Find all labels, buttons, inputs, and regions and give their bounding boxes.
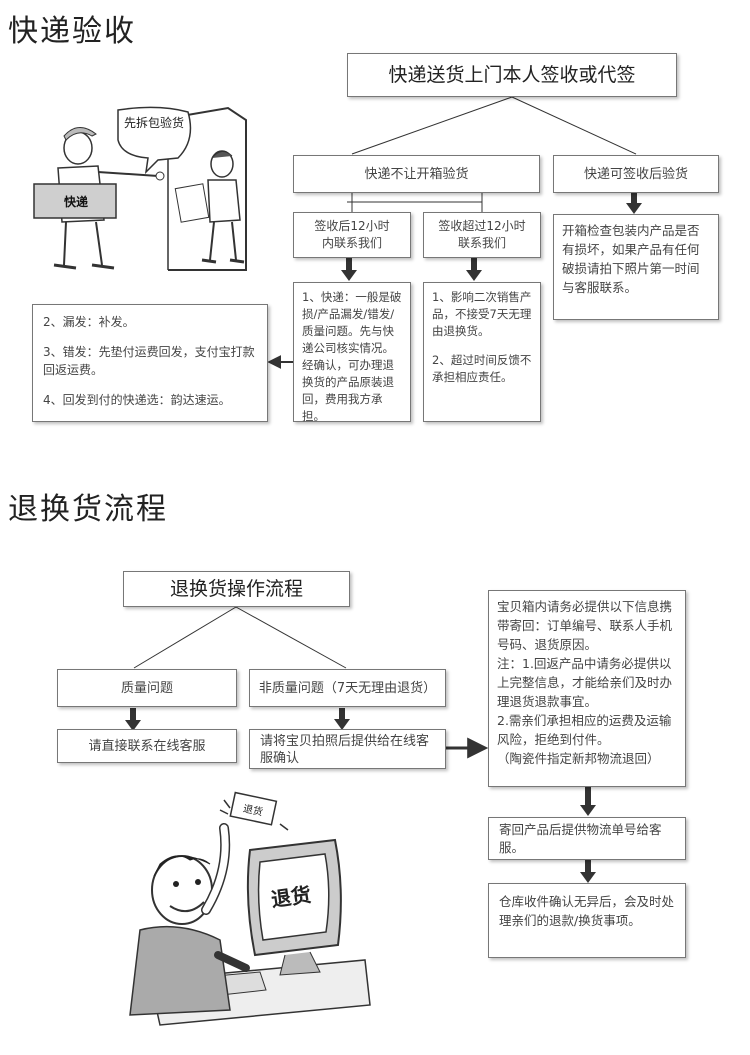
arrow-within-head [341,270,357,281]
arrow-nonquality-shaft [339,708,345,720]
arrow-can-open-head [626,203,642,214]
within-detail-box: 1、快递：一般是破损/产品漏发/错发/质量问题。先与快递公司核实情况。经确认，可… [293,282,411,423]
arrow-sendback-shaft [585,860,591,874]
section1-title: 快递验收 [8,14,136,49]
arrow-quality-head [125,720,141,731]
screen-text: 退货 [270,882,313,911]
branch-can-open-box: 快递可签收后验货 [553,155,719,193]
connector-top-right [511,96,637,155]
over-detail-line: 2、超过时间反馈不承担相应责任。 [432,353,532,384]
non-quality-action-box: 请将宝贝拍照后提供给在线客服确认 [249,729,446,769]
connector-top-left [351,96,513,155]
quality-action-box: 请直接联系在线客服 [57,729,237,763]
note-text: 退货 [242,802,264,819]
info-line: （陶瓷件指定新邦物流退回） [497,751,660,766]
return-top-box: 退换货操作流程 [123,571,350,607]
left-detail-line: 3、错发：先垫付运费回发，支付宝打款回返运费。 [43,345,255,377]
arrow-nonquality-head [334,719,350,730]
send-back-box: 寄回产品后提供物流单号给客服。 [488,817,686,860]
left-detail-line: 4、回发到付的快递选：韵达速运。 [43,393,231,407]
arrow-quality-shaft [130,708,136,722]
can-open-detail-box: 开箱检查包装内产品是否有损坏，如果产品有任何破损请拍下照片第一时间与客服联系。 [553,214,719,320]
left-detail-line: 2、漏发：补发。 [43,315,135,329]
courier-illustration: 快递 [33,106,247,271]
over-detail-box: 1、影响二次销售产品，不接受7天无理由退换货。 2、超过时间反馈不承担相应责任。 [423,282,541,422]
package-label: 快递 [64,194,88,209]
within-12h-box: 签收后12小时内联系我们 [293,212,411,258]
left-detail-box: 2、漏发：补发。 3、错发：先垫付运费回发，支付宝打款回返运费。 4、回发到付的… [32,304,268,422]
connector-s2-right [235,606,347,669]
arrow-info-head [580,805,596,816]
arrow-within-shaft [346,258,352,272]
arrow-sendback-head [580,872,596,883]
over-detail-line: 1、影响二次销售产品，不接受7天无理由退换货。 [432,290,532,338]
arrow-can-open-shaft [631,193,637,205]
arrow-info-shaft [585,787,591,807]
info-line: 2.需亲们承担相应的运费及运输风险，拒绝到付件。 [497,713,672,747]
bubble-text: 先拆包验货 [124,116,185,130]
non-quality-box: 非质量问题（7天无理由退货） [249,669,446,707]
branch-no-open-box: 快递不让开箱验货 [293,155,540,193]
info-box: 宝贝箱内请务必提供以下信息携带寄回：订单编号、联系人手机号码、退货原因。 注：1… [488,590,686,787]
return-illustration: 退货 退货 [129,791,371,1026]
connector-s2-left [133,606,237,669]
warehouse-box: 仓库收件确认无异后，会及时处理亲们的退款/换货事项。 [488,883,686,958]
arrow-over-head [466,270,482,281]
info-line: 注：1.回返产品中请务必提供以上完整信息，才能给亲们及时办理退货退款事宜。 [497,656,673,709]
arrow-over-shaft [471,258,477,272]
quality-box: 质量问题 [57,669,237,707]
info-line: 宝贝箱内请务必提供以下信息携带寄回：订单编号、联系人手机号码、退货原因。 [497,599,673,652]
over-12h-box: 签收超过12小时联系我们 [423,212,541,258]
delivery-top-box: 快递送货上门本人签收或代签 [347,53,677,97]
section2-title: 退换货流程 [8,492,168,527]
